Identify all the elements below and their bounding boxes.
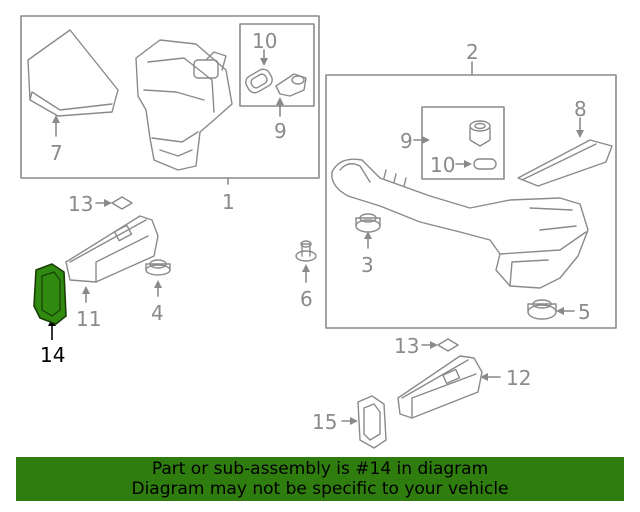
air-cleaner-housing [135,39,233,171]
callout-7: 7 [50,141,63,165]
intake-duct-2 [331,158,589,289]
callout-10-mid: 10 [430,153,455,177]
duct-seal-15 [357,395,387,449]
connector-top [275,73,307,97]
callout-5: 5 [578,300,591,324]
callout-10-top: 10 [252,29,277,53]
callout-3: 3 [361,253,374,277]
bolt-6 [295,240,317,262]
grommet-4 [145,259,171,276]
callout-14: 14 [40,343,65,367]
callout-9-mid: 9 [400,129,413,153]
air-duct-12 [397,355,483,419]
banner-line-2: Diagram may not be specific to your vehi… [131,479,509,499]
callout-12: 12 [506,366,531,390]
seal-ring-top [245,68,273,94]
callout-9-top: 9 [274,119,287,143]
callout-1: 1 [222,190,235,214]
assembly-box-1 [20,15,320,179]
connector-mid [469,120,491,147]
callout-13-bottom: 13 [394,334,419,358]
callout-2: 2 [466,40,479,64]
callout-8: 8 [574,97,587,121]
highlighted-part-14[interactable] [33,263,67,325]
banner-line-1: Part or sub-assembly is #14 in diagram [151,459,489,479]
air-filter-element [27,29,119,117]
callout-13-top: 13 [68,192,93,216]
pad-13-bottom [437,338,459,352]
callout-6: 6 [300,287,313,311]
seal-ring-mid [473,158,497,170]
sub-box-9-top [239,23,315,107]
callout-4: 4 [151,301,164,325]
grommet-5 [527,299,557,320]
callout-15: 15 [312,410,337,434]
air-duct-11 [65,215,159,283]
callout-11: 11 [76,307,101,331]
pad-13-top [111,196,133,210]
info-banner: Part or sub-assembly is #14 in diagram D… [16,457,624,501]
grommet-3 [355,213,381,233]
filter-8 [517,139,613,187]
assembly-box-2 [325,74,617,329]
